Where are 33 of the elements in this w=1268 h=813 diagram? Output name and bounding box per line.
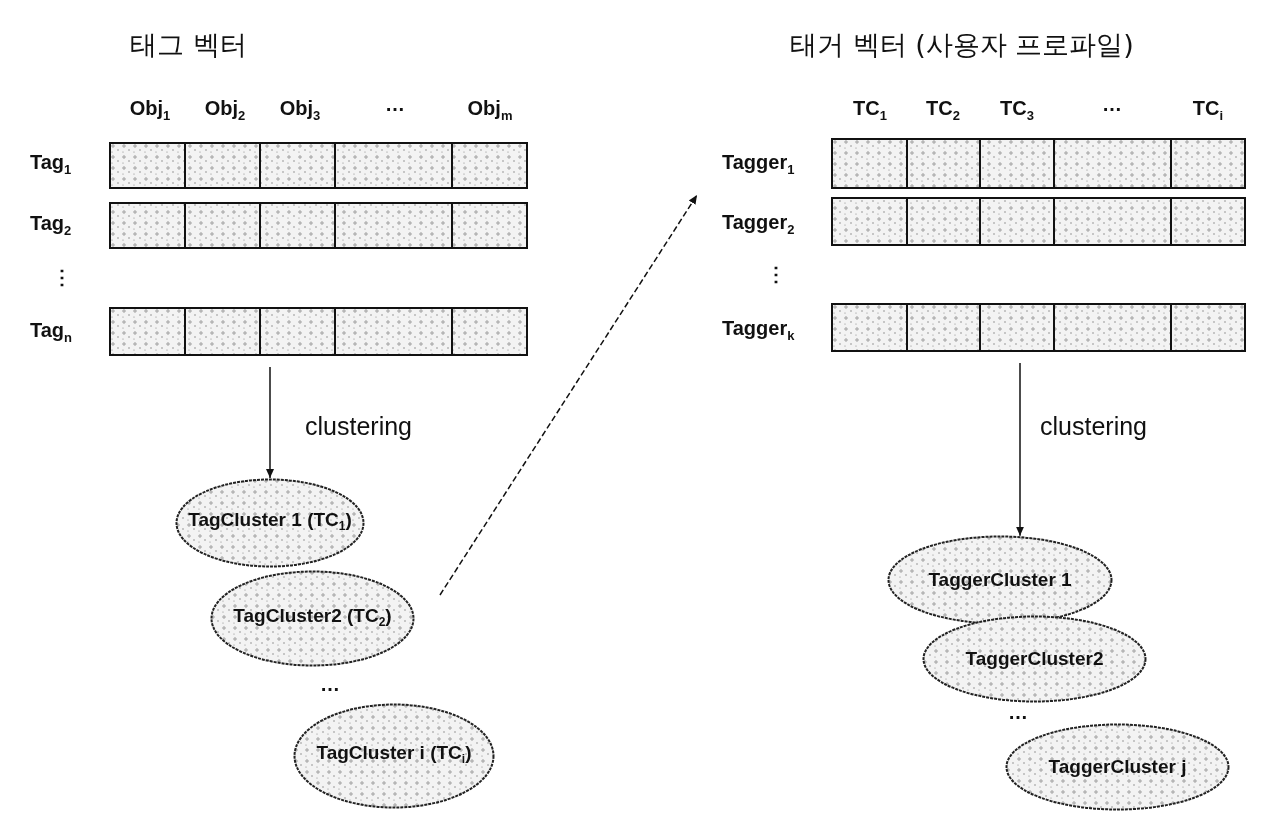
axis-label: … — [385, 92, 405, 116]
matrix-heading: 태그 벡터 — [130, 28, 247, 62]
cluster-ellipse: TaggerCluster j — [1005, 723, 1230, 811]
cluster-ellipse: TagCluster2 (TC$_{2}$) — [210, 570, 415, 667]
axis-label: TC$_{i}$ — [1192, 96, 1224, 125]
axis-label: Tagger$_{1}$ — [722, 150, 795, 179]
axis-label: TC$_{2}$ — [926, 96, 960, 125]
axis-label: … — [1102, 92, 1122, 116]
edge-label: clustering — [305, 412, 412, 441]
axis-label: Obj$_{2}$ — [204, 96, 246, 125]
cluster-ellipse: TaggerCluster2 — [922, 615, 1147, 703]
axis-label: TC$_{1}$ — [853, 96, 887, 125]
axis-label: Tagger$_{2}$ — [722, 210, 795, 239]
cluster-ellipse: TagCluster i (TC$_{i}$) — [293, 703, 495, 809]
arrow — [439, 194, 698, 596]
arrow — [266, 366, 274, 479]
axis-label: Tag$_{n}$ — [30, 318, 73, 347]
axis-label: Tag$_{2}$ — [30, 211, 72, 240]
axis-label: Obj$_{1}$ — [129, 96, 171, 125]
axis-label: TC$_{3}$ — [1000, 96, 1034, 125]
axis-label: ⋮ — [766, 262, 786, 286]
cluster-ellipse: TagCluster 1 (TC$_{1}$) — [175, 478, 365, 568]
arrow — [1016, 362, 1024, 537]
axis-label: … — [320, 672, 340, 696]
axis-label: … — [1008, 700, 1028, 724]
edge-label: clustering — [1040, 412, 1147, 441]
axis-label: Tagger$_{k}$ — [722, 316, 795, 345]
axis-label: Tag$_{1}$ — [30, 150, 72, 179]
axis-label: ⋮ — [52, 265, 72, 289]
axis-label: Obj$_{m}$ — [467, 96, 513, 125]
matrix-heading: 태거 벡터 (사용자 프로파일) — [790, 28, 1134, 62]
cluster-ellipse: TaggerCluster 1 — [887, 535, 1113, 625]
axis-label: Obj$_{3}$ — [279, 96, 321, 125]
